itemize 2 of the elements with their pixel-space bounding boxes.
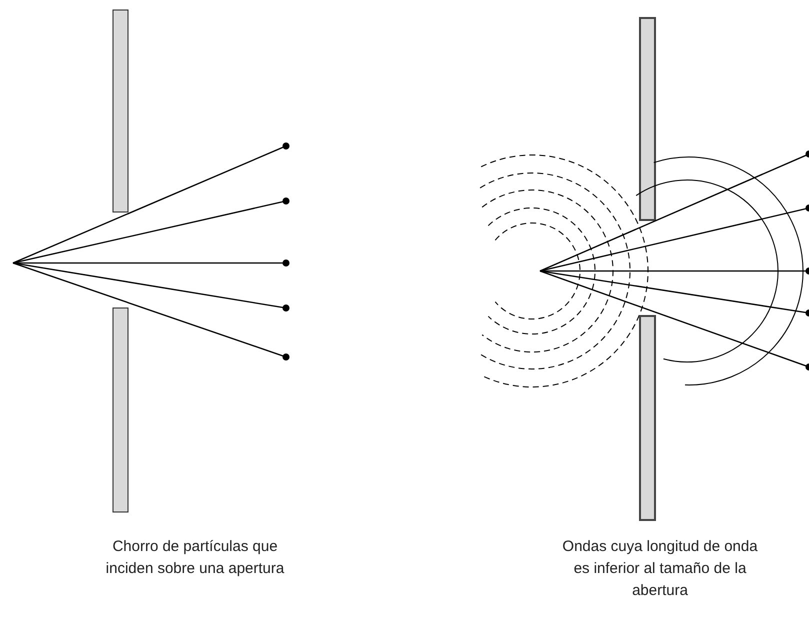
caption-text: Ondas cuya longitud de onda es inferior al tamaño de la abertura [561, 537, 759, 601]
caption-text: Chorro de partículas que inciden sobre una apertura [104, 537, 286, 579]
